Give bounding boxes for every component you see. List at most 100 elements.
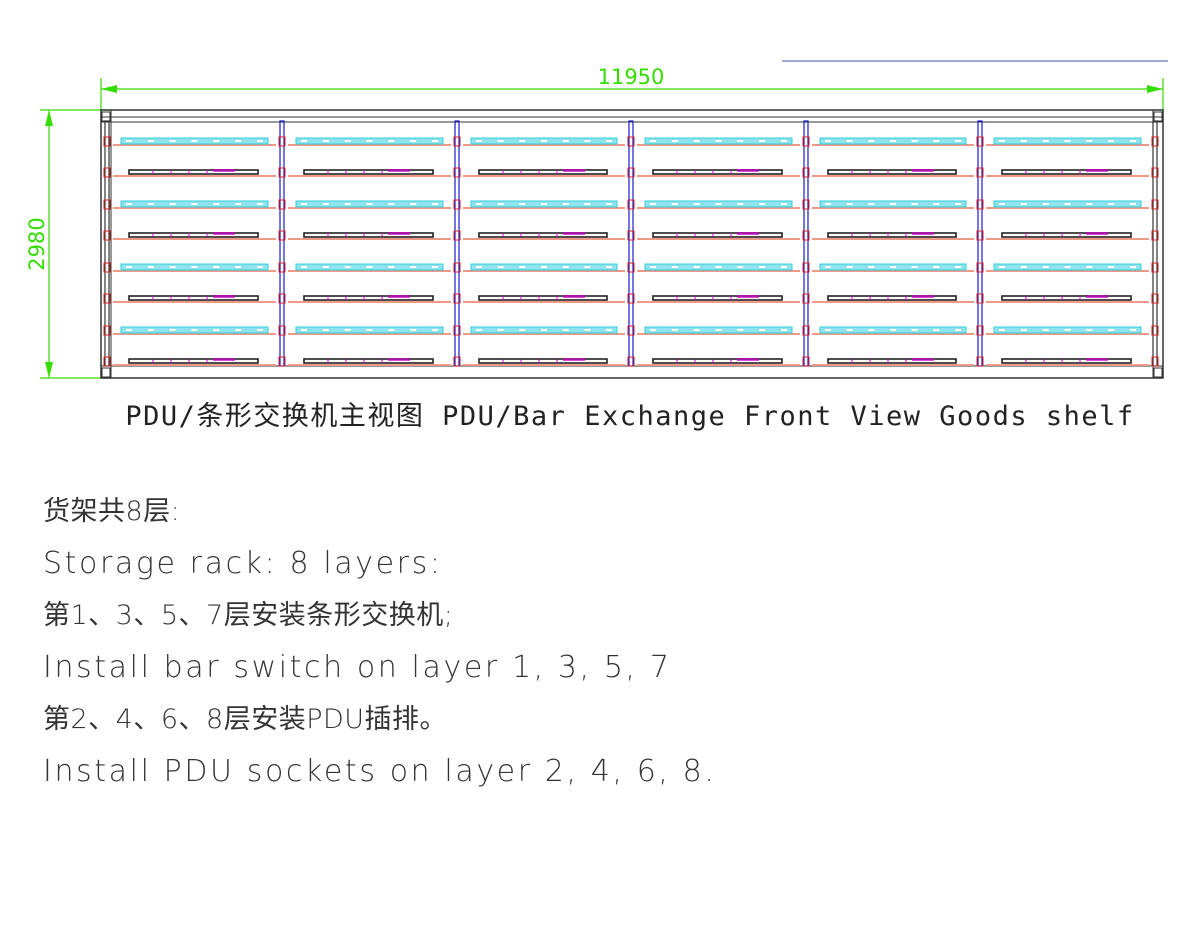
post-bracket <box>976 325 984 336</box>
post-upright <box>977 120 983 367</box>
bar-switch-layer <box>113 200 1149 209</box>
switch-port <box>388 203 395 205</box>
note-layer-count-en: Storage rack: 8 layers: <box>43 546 443 581</box>
post-bracket <box>627 230 635 241</box>
note-pdu-layers-en: Install PDU sockets on layer 2, 4, 6, 8. <box>43 754 717 789</box>
pdu-socket-strip <box>827 358 957 364</box>
rack-post <box>453 120 461 367</box>
switch-port <box>476 329 482 331</box>
switch-port <box>322 266 329 268</box>
post-upright <box>454 120 460 367</box>
pdu-socket-strip <box>652 169 783 175</box>
switch-port <box>1064 203 1071 205</box>
switch-port <box>191 140 198 142</box>
rack-post <box>976 120 984 367</box>
switch-port <box>825 203 831 205</box>
note-layer-count-zh: 货架共8层: <box>43 496 181 527</box>
pdu-socket-strip <box>478 169 608 175</box>
switch-port <box>650 140 656 142</box>
post-bracket <box>278 199 286 210</box>
switch-port <box>715 140 722 142</box>
switch-port <box>562 203 569 205</box>
switch-port <box>344 266 351 268</box>
switch-port <box>868 140 875 142</box>
rack-frame <box>100 109 1164 379</box>
post-bracket <box>278 356 286 367</box>
pdu-label-mark <box>388 232 410 235</box>
switch-port <box>169 329 176 331</box>
switch-port <box>126 329 132 331</box>
switch-port <box>737 266 744 268</box>
pdu-label-mark <box>737 295 759 298</box>
pdu-label-mark <box>1086 232 1108 235</box>
post-bracket <box>802 262 810 273</box>
switch-port <box>1064 266 1071 268</box>
switch-port <box>955 140 961 142</box>
switch-port <box>257 266 263 268</box>
switch-port <box>410 266 417 268</box>
switch-port <box>213 266 220 268</box>
bar-switch-layer <box>113 263 1149 272</box>
post-bracket <box>802 230 810 241</box>
switch-port <box>497 203 504 205</box>
switch-port <box>1042 203 1049 205</box>
switch-port <box>759 140 766 142</box>
switch-port <box>432 329 438 331</box>
switch-port <box>955 203 961 205</box>
switch-port <box>846 266 853 268</box>
switch-port <box>147 140 154 142</box>
post-bracket <box>802 356 810 367</box>
post-bracket <box>627 136 635 147</box>
pdu-socket-strip <box>303 232 434 238</box>
post-bracket <box>103 356 111 367</box>
switch-port <box>147 203 154 205</box>
switch-port <box>606 266 612 268</box>
switch-port <box>191 329 198 331</box>
rack-post <box>802 120 810 367</box>
pdu-socket-strip <box>303 169 434 175</box>
rack-posts <box>103 120 1159 367</box>
switch-port <box>671 140 678 142</box>
switch-port <box>999 140 1005 142</box>
switch-port <box>1086 203 1093 205</box>
post-bracket <box>103 199 111 210</box>
switch-port <box>606 203 612 205</box>
post-bracket <box>976 136 984 147</box>
pdu-label-mark <box>213 232 235 235</box>
post-bracket <box>103 262 111 273</box>
arrowhead-left <box>101 85 117 93</box>
pdu-label-mark <box>563 169 585 172</box>
post-bracket <box>453 230 461 241</box>
switch-port <box>781 203 787 205</box>
switch-port <box>476 203 482 205</box>
post-bracket <box>802 167 810 178</box>
switch-port <box>1130 140 1136 142</box>
switch-port <box>911 266 918 268</box>
post-bracket <box>802 293 810 304</box>
rack-layers <box>113 137 1149 366</box>
post-bracket <box>1151 199 1159 210</box>
post-bracket <box>103 325 111 336</box>
post-bracket <box>976 199 984 210</box>
switch-port <box>715 203 722 205</box>
switch-port <box>1064 329 1071 331</box>
pdu-socket-strip <box>128 295 259 301</box>
pdu-label-mark <box>912 358 934 361</box>
switch-port <box>562 329 569 331</box>
post-bracket <box>103 293 111 304</box>
pdu-layer <box>113 232 1149 240</box>
rack-post <box>103 120 111 367</box>
switch-port <box>1086 140 1093 142</box>
switch-port <box>126 266 132 268</box>
post-bracket <box>278 293 286 304</box>
post-bracket <box>453 325 461 336</box>
switch-port <box>868 203 875 205</box>
switch-port <box>825 329 831 331</box>
switch-port <box>737 140 744 142</box>
post-bracket <box>103 167 111 178</box>
notes-block: 货架共8层: Storage rack: 8 layers: 第1、3、5、7层… <box>43 486 1143 798</box>
switch-port <box>759 329 766 331</box>
switch-port <box>1108 203 1115 205</box>
post-bracket <box>802 136 810 147</box>
switch-port <box>933 203 940 205</box>
